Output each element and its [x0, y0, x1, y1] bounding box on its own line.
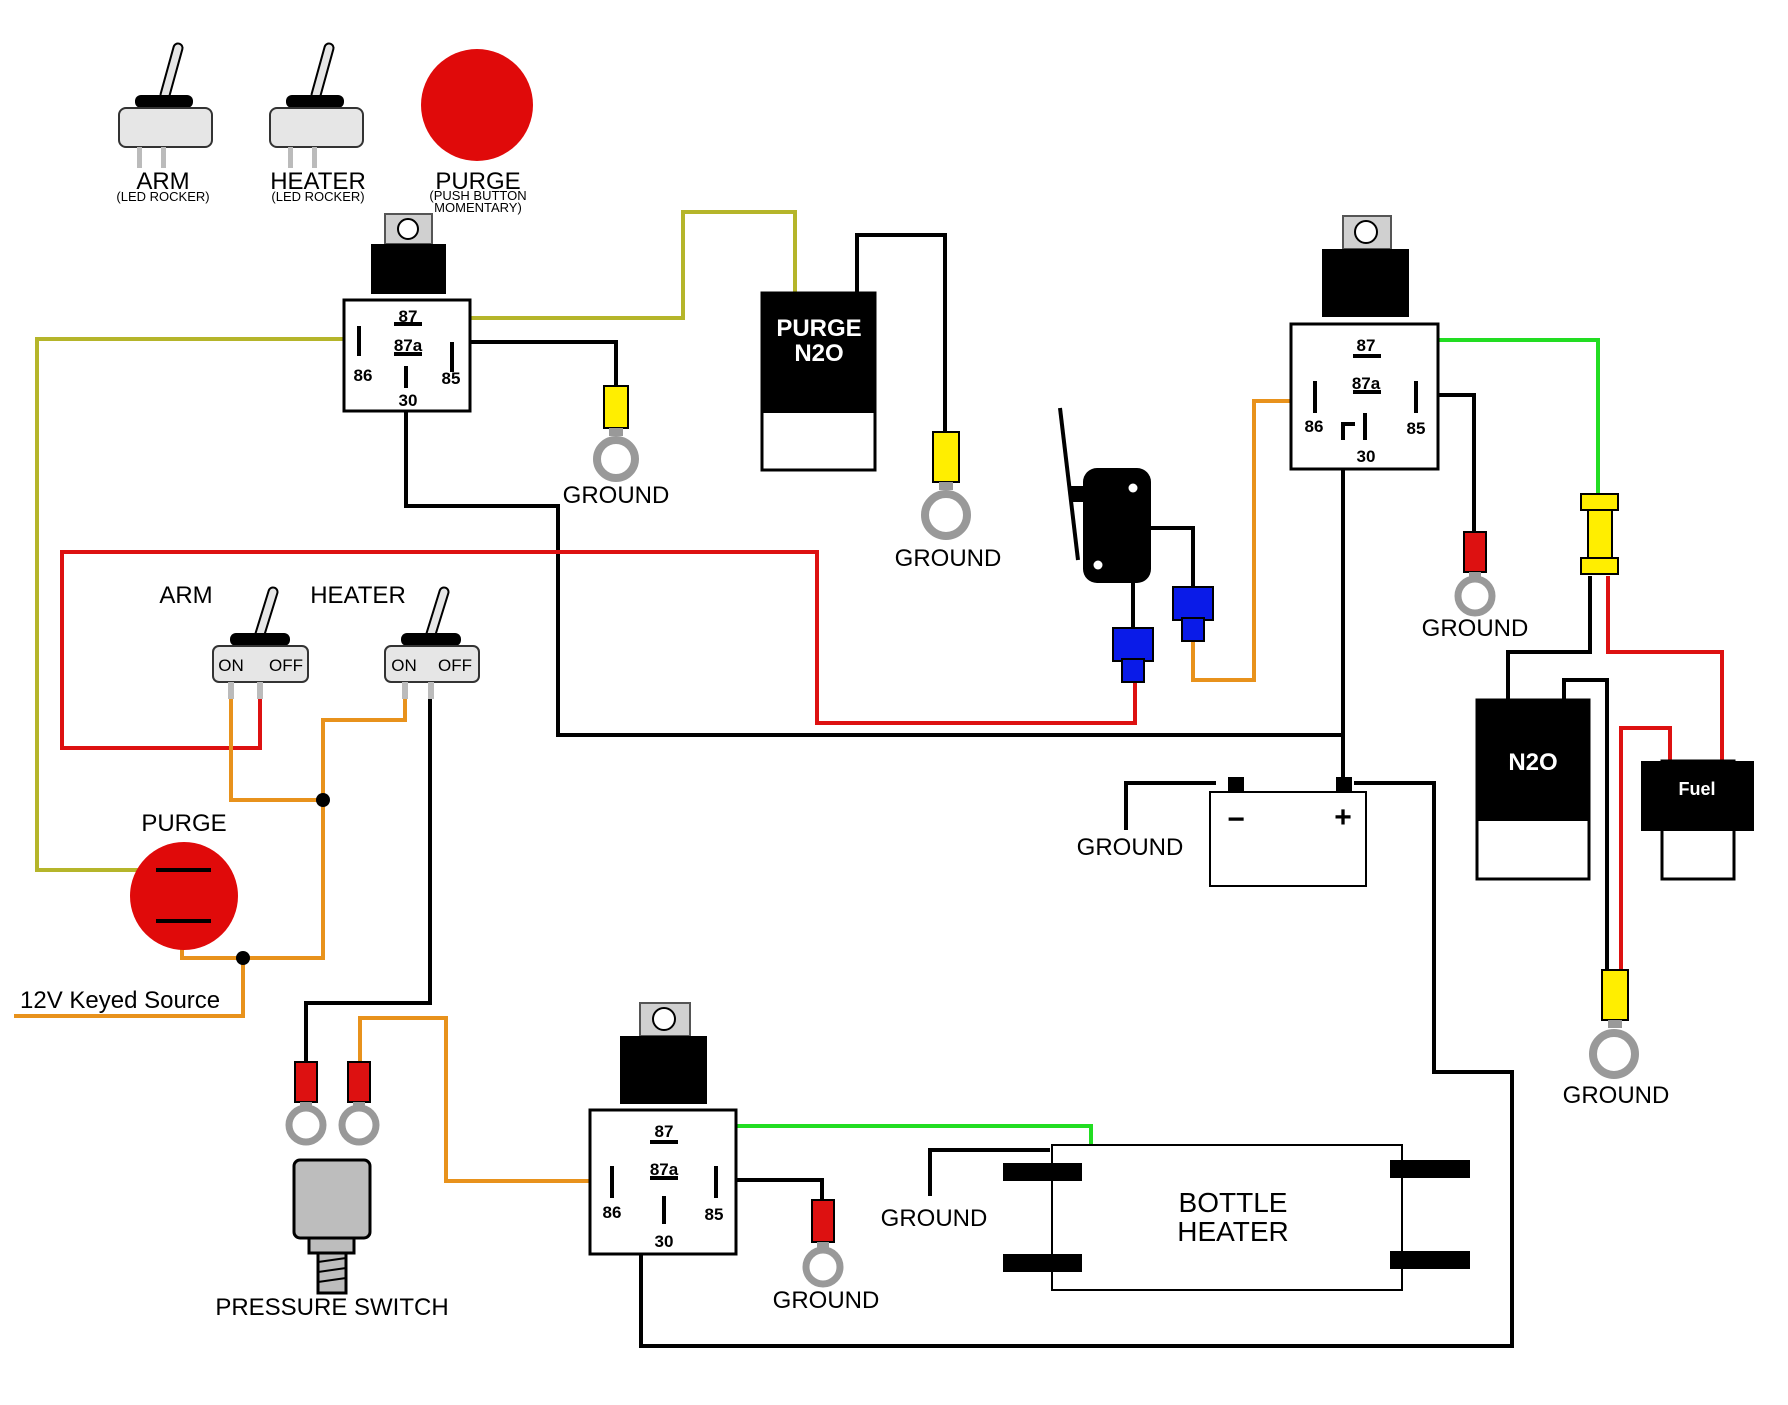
purge-solenoid-label-1: PURGE — [776, 315, 861, 342]
relay-purge: 87 87a 86 85 30 — [342, 213, 472, 413]
olive-wire-86 — [35, 337, 352, 872]
relay-heater: 87 87a 86 85 30 — [588, 1002, 738, 1256]
relay2-pin-30: 30 — [1357, 447, 1376, 466]
legend-heater-switch: HEATER (LED ROCKER) — [269, 42, 366, 204]
arm-switch-label: ARM — [159, 582, 212, 609]
orange-wire-microswitch-86 — [1191, 399, 1306, 682]
n2o-solenoid: N2O — [1475, 698, 1591, 881]
red-wire-arm — [60, 550, 1137, 750]
ground-label-7: GROUND — [773, 1287, 880, 1314]
red-wire-fuse-fuel — [1606, 576, 1724, 762]
pressure-switch-label: PRESSURE SWITCH — [215, 1294, 448, 1321]
black-wire-fuse-n2o — [1506, 576, 1592, 702]
relay3-pin-87: 87 — [655, 1122, 674, 1141]
bottle-heater: BOTTLE HEATER — [1003, 1144, 1470, 1291]
inline-fuse — [1580, 493, 1619, 575]
relay3-pin-30: 30 — [655, 1232, 674, 1251]
purge-solenoid: PURGE N2O — [760, 291, 877, 472]
relay1-pin-86: 86 — [354, 366, 373, 385]
pressure-switch: PRESSURE SWITCH — [215, 1158, 449, 1321]
heater-switch-on: ON — [391, 656, 417, 675]
heater-switch-label: HEATER — [310, 582, 406, 609]
green-wire-r2-87 — [1386, 338, 1600, 498]
legend-arm-switch: ARM (LED ROCKER) — [116, 42, 213, 204]
ground-label-5: GROUND — [1077, 834, 1184, 861]
legend-heater-title: HEATER — [270, 168, 366, 195]
ground-label-4: GROUND — [1563, 1082, 1670, 1109]
purge-button: PURGE — [130, 810, 238, 950]
relay2-pin-85: 85 — [1407, 419, 1426, 438]
source-label: 12V Keyed Source — [20, 987, 220, 1014]
black-wire-purge-ground — [855, 233, 947, 432]
relay1-pin-85: 85 — [442, 369, 461, 388]
green-wire-r3-87 — [684, 1124, 1093, 1146]
heater-switch: HEATER ON OFF — [310, 582, 480, 699]
relay1-pin-30: 30 — [399, 391, 418, 410]
legend-purge-button: PURGE (PUSH BUTTON MOMENTARY) — [421, 49, 533, 215]
black-wire-heater-ground — [928, 1148, 1050, 1196]
relay-n2o: 87 87a 86 85 30 — [1289, 215, 1440, 471]
relay2-pin-87a: 87a — [1352, 374, 1381, 393]
battery-plus: + — [1334, 801, 1352, 834]
junction-dot — [236, 951, 250, 965]
legend-arm-title: ARM — [136, 168, 189, 195]
arm-switch-off: OFF — [269, 656, 303, 675]
purge-solenoid-label-2: N2O — [794, 340, 843, 367]
black-wire-microswitch — [1150, 526, 1195, 588]
heater-switch-off: OFF — [438, 656, 472, 675]
ground-label-6: GROUND — [881, 1205, 988, 1232]
relay2-pin-87: 87 — [1357, 336, 1376, 355]
arm-switch-on: ON — [218, 656, 244, 675]
ground-label-3: GROUND — [1422, 615, 1529, 642]
relay1-pin-87: 87 — [399, 307, 418, 326]
orange-wire-heater — [243, 697, 407, 960]
purge-button-label: PURGE — [141, 810, 226, 837]
ground-label-1: GROUND — [563, 482, 670, 509]
ground-terminal-7: GROUND — [773, 1199, 880, 1314]
orange-wire-arm — [229, 697, 323, 802]
black-wire-r3-85-ground — [716, 1178, 824, 1201]
black-wire-30-battery — [404, 405, 1343, 737]
black-wire-battery-ground — [1124, 781, 1216, 830]
ground-label-2: GROUND — [895, 545, 1002, 572]
ground-terminal-4: GROUND — [1563, 969, 1670, 1109]
ground-terminal-3: GROUND — [1422, 531, 1529, 642]
relay3-pin-86: 86 — [603, 1203, 622, 1222]
legend-purge-title: PURGE — [435, 168, 520, 195]
black-wire-n2o-ground — [1562, 678, 1609, 972]
relay1-pin-87a: 87a — [394, 336, 423, 355]
ground-terminal-2: GROUND — [895, 431, 1002, 572]
bottle-heater-label-2: HEATER — [1177, 1216, 1289, 1247]
black-wire-85-ground — [452, 340, 618, 388]
fuel-solenoid: Fuel — [1641, 759, 1754, 881]
arm-switch: ARM ON OFF — [159, 582, 309, 699]
legend-purge-sub1: (PUSH BUTTON — [429, 188, 526, 203]
legend-arm-sub: (LED ROCKER) — [116, 189, 209, 204]
micro-switch — [1058, 407, 1214, 683]
olive-wire-purge — [418, 210, 797, 320]
battery: − + — [1209, 777, 1367, 887]
legend-heater-sub: (LED ROCKER) — [271, 189, 364, 204]
legend-purge-sub2: MOMENTARY) — [434, 200, 522, 215]
relay3-pin-85: 85 — [705, 1205, 724, 1224]
n2o-solenoid-label: N2O — [1508, 749, 1557, 776]
relay3-pin-87a: 87a — [650, 1160, 679, 1179]
ground-terminal-1: GROUND — [563, 385, 670, 509]
black-wire-heater-pressure — [304, 697, 432, 1063]
pressure-switch-terminals — [285, 1061, 380, 1146]
junction-dot — [316, 793, 330, 807]
bottle-heater-label-1: BOTTLE — [1179, 1187, 1288, 1218]
relay2-pin-86: 86 — [1305, 417, 1324, 436]
orange-wire-pressure-86 — [358, 1016, 604, 1183]
fuel-solenoid-label: Fuel — [1678, 779, 1715, 799]
battery-minus: − — [1227, 803, 1245, 836]
red-wire-fuel-ground — [1619, 726, 1672, 972]
